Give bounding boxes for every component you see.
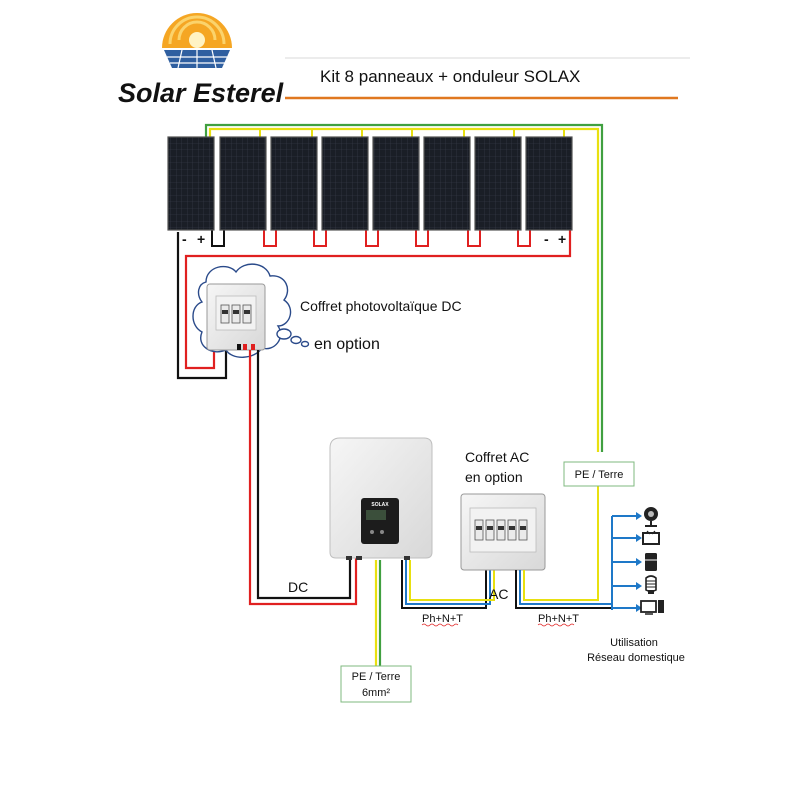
spellcheck-underline	[421, 623, 459, 627]
pe-top-label: PE / Terre	[575, 469, 624, 481]
panel-plus-label-right: +	[558, 231, 566, 247]
panel-series-jumpers	[211, 230, 531, 247]
fan-icon	[644, 507, 658, 527]
ac-label: AC	[489, 586, 508, 602]
inverter-brand: SOLAX	[371, 502, 389, 508]
pe-top-box	[563, 461, 635, 487]
panel-ground-drops	[259, 129, 565, 137]
ac-breaker-box	[460, 493, 546, 571]
solar-panel	[372, 136, 420, 231]
dc-combiner-box	[206, 283, 266, 351]
brand-name: Solar Esterel	[118, 78, 284, 108]
usage-label-line1: Utilisation	[610, 637, 658, 649]
solar-panel	[270, 136, 318, 231]
lightbulb-icon	[645, 575, 657, 594]
solar-panel	[167, 136, 215, 231]
page-title: Kit 8 panneaux + onduleur SOLAX	[320, 67, 580, 86]
solar-panel	[474, 136, 522, 231]
dc-negative-to-inverter	[256, 350, 352, 600]
panel-minus-label-right: -	[544, 231, 549, 247]
home-distribution-bus	[611, 515, 636, 610]
fridge-icon	[645, 553, 657, 571]
ac-box-label-line2: en option	[465, 469, 523, 485]
phnt-left-label: Ph+N+T	[422, 613, 463, 625]
computer-icon	[640, 600, 664, 615]
pe-bottom-label-line2: 6mm²	[362, 687, 390, 699]
solax-inverter: SOLAX	[329, 437, 433, 560]
solar-panel	[321, 136, 369, 231]
pe-bottom-box	[340, 665, 412, 703]
usage-label-line2: Réseau domestique	[587, 652, 685, 664]
inverter-to-ac-box-wires	[401, 560, 495, 609]
string-negative-wire	[176, 232, 228, 380]
dc-box-option-label: en option	[314, 336, 380, 353]
dc-box-label: Coffret photovoltaïque DC	[300, 298, 462, 314]
ground-wire-top-yellow	[208, 127, 600, 452]
solar-panel-array	[167, 136, 573, 231]
panel-plus-label-left: +	[197, 231, 205, 247]
string-positive-wire	[184, 230, 572, 370]
phnt-right-label: Ph+N+T	[538, 613, 579, 625]
ac-box-label-line1: Coffret AC	[465, 449, 529, 465]
ground-wire-top-green	[204, 123, 604, 452]
dc-positive-to-inverter	[248, 350, 358, 606]
pe-bottom-label-line1: PE / Terre	[352, 671, 401, 683]
solar-panel	[219, 136, 267, 231]
sun-over-solar-panel-icon	[162, 13, 232, 69]
tv-icon	[642, 530, 660, 545]
spellcheck-underline	[537, 623, 575, 627]
solar-panel	[525, 136, 573, 231]
solar-panel	[423, 136, 471, 231]
ac-box-to-home-wires	[515, 482, 612, 609]
distribution-arrowheads	[636, 512, 642, 612]
panel-minus-label-left: -	[182, 231, 187, 247]
dc-label: DC	[288, 579, 308, 595]
